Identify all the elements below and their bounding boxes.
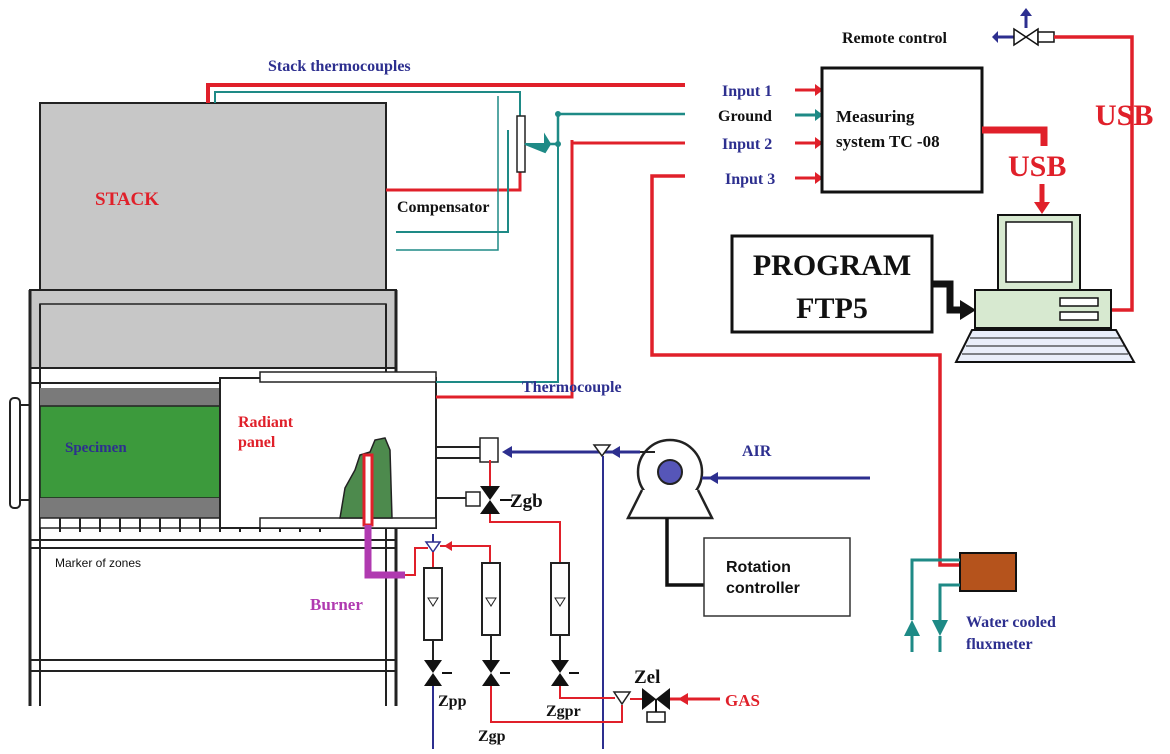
remote-control-valve [992,8,1055,47]
flowmeter-zpp [423,567,443,641]
zgp-label: Zgp [478,728,506,745]
fluxmeter-label: Water cooled [966,614,1056,631]
input3-label: Input 3 [725,171,775,188]
marker-of-zones-label: Marker of zones [55,556,141,570]
zpp-valve [424,640,452,749]
compensator [516,115,526,173]
blower-icon [625,438,870,520]
zgpr-label: Zgpr [546,703,581,720]
air-label: AIR [742,443,772,460]
radiant-panel-label-2: panel [238,434,276,451]
zel-valve [630,688,720,723]
burner-label: Burner [310,595,363,614]
door-handle [9,397,21,509]
program-box [730,234,934,334]
stack-label: STACK [95,189,159,210]
zel-label: Zel [634,667,660,688]
stack-thermocouples-label: Stack thermocouples [268,58,411,75]
zgb-label: Zgb [510,491,543,512]
measuring-system-label-2: system TC -08 [836,132,940,151]
ground-label: Ground [718,108,772,125]
zgb-valve [480,486,512,514]
gas-label: GAS [725,691,760,710]
stack-body [39,102,387,291]
zpp-label: Zpp [438,693,467,710]
measuring-system-box [820,66,984,194]
burner-pipe [364,525,405,579]
zgp-valve [482,635,623,723]
input2-label: Input 2 [722,136,772,153]
program-label: PROGRAM [753,249,911,282]
radiant-panel-label: Radiant [238,414,294,431]
input1-label: Input 1 [722,83,772,100]
specimen [39,405,221,499]
rotation-controller-label-2: controller [726,580,800,597]
computer-icon [954,214,1136,363]
rotation-controller-label: Rotation [726,559,791,576]
compensator-label: Compensator [397,199,489,216]
remote-control-label: Remote control [842,30,948,47]
usb-mid-label: USB [1008,150,1066,183]
program-label-2: FTP5 [796,292,868,325]
fluxmeter [904,552,1017,652]
flowmeter-zgpr [550,562,570,636]
fluxmeter-label-2: fluxmeter [966,636,1033,653]
zgpr-valve [551,635,615,699]
flowmeter-zgp [481,562,501,636]
input-arrows [795,84,823,184]
rotation-controller-box [703,537,851,617]
usb-right-label: USB [1095,99,1153,132]
measuring-system-label: Measuring [836,107,915,126]
radiant-panel [219,377,437,529]
specimen-label: Specimen [65,440,127,456]
thermocouple-label: Thermocouple [522,379,622,396]
